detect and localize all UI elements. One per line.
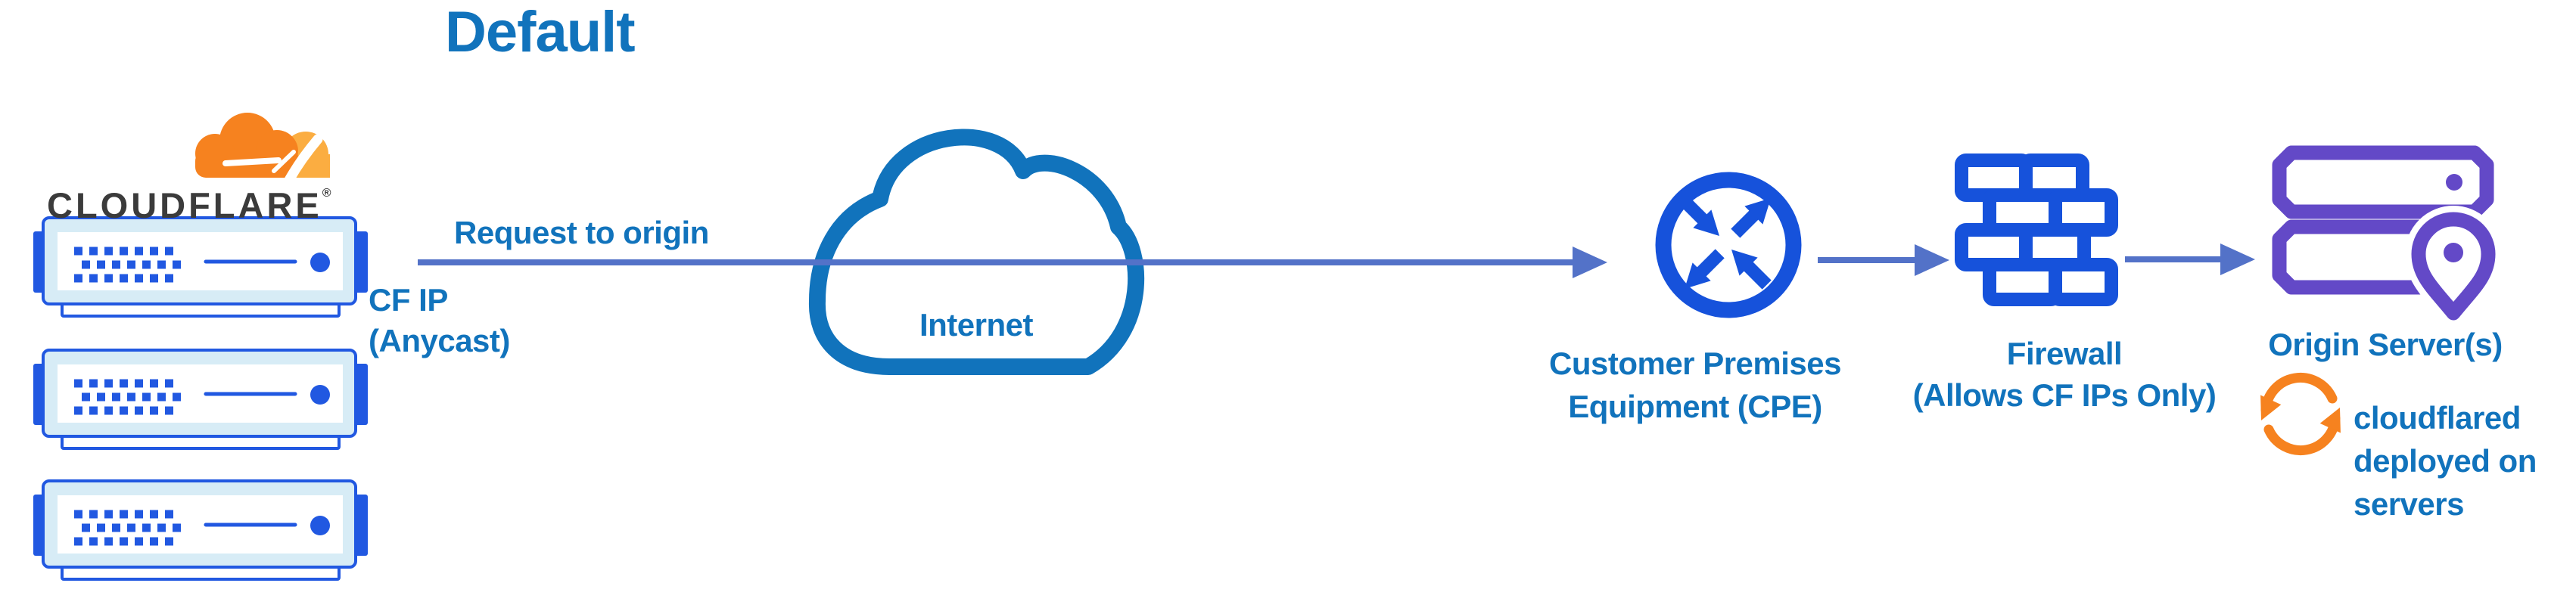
cf-ip-line2: (Anycast) [369, 323, 510, 358]
edge-server-icon [33, 218, 368, 579]
edge-server-2 [33, 350, 368, 448]
origin-servers-label: Origin Server(s) [2268, 327, 2503, 362]
cloudflare-logo-icon [195, 113, 330, 185]
cloudflared-note-line3: servers [2354, 486, 2464, 522]
cpe-label: Customer Premises Equipment (CPE) [1525, 342, 1865, 428]
sync-icon [2260, 373, 2341, 455]
cf-ip-anycast-label: CF IP (Anycast) [369, 280, 510, 361]
internet-cloud-icon [808, 129, 1145, 375]
edge-server-1 [33, 218, 368, 316]
cloudflared-note: cloudflared deployed on servers [2354, 396, 2537, 526]
arrow-request-to-origin [418, 247, 1607, 278]
cpe-router-icon [1655, 172, 1802, 318]
cloudflared-note-line1: cloudflared [2354, 400, 2521, 436]
registered-mark: ® [322, 187, 331, 200]
firewall-label: Firewall (Allows CF IPs Only) [1879, 333, 2250, 416]
internet-label: Internet [919, 307, 1034, 343]
edge-server-3 [33, 481, 368, 579]
page-title: Default [445, 0, 636, 64]
arrow-cpe-to-firewall [1818, 244, 1949, 276]
origin-server-icon [2272, 145, 2503, 335]
firewall-icon [1955, 154, 2118, 306]
cloudflare-wordmark-text: CLOUDFLARE [47, 185, 322, 225]
cloudflared-note-line2: deployed on [2354, 443, 2537, 479]
firewall-label-line1: Firewall [2006, 336, 2123, 371]
cpe-label-line1: Customer Premises [1548, 346, 1842, 381]
cf-ip-line1: CF IP [369, 282, 448, 318]
firewall-label-line2: (Allows CF IPs Only) [1912, 377, 2217, 413]
arrow-firewall-to-origin [2125, 243, 2255, 275]
request-to-origin-label: Request to origin [454, 215, 709, 250]
cpe-label-line2: Equipment (CPE) [1568, 389, 1822, 424]
cloudflare-wordmark: CLOUDFLARE® [47, 185, 331, 226]
